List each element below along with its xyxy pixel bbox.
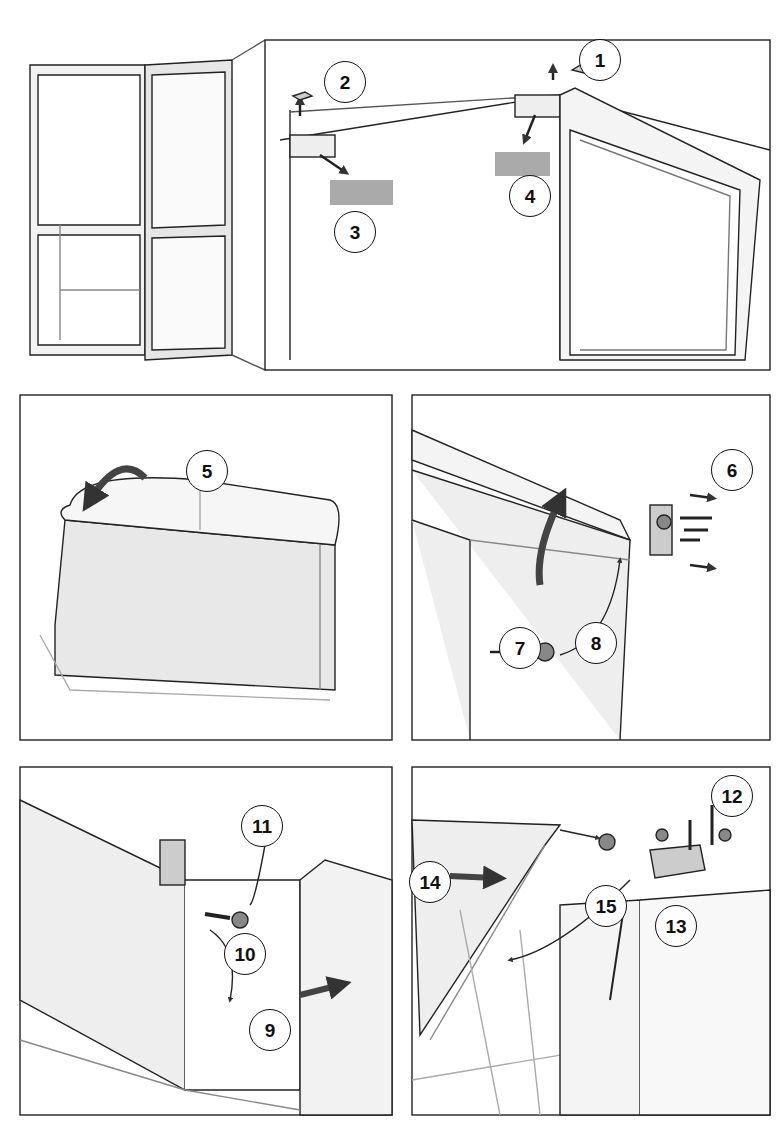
callout-number: 12	[711, 775, 753, 817]
callout-number: 14	[409, 861, 451, 903]
callout-number: 11	[241, 805, 283, 847]
callout-number: 4	[509, 175, 551, 217]
callout-number: 6	[711, 449, 753, 491]
callout-number: 15	[585, 885, 627, 927]
callout-number: 8	[575, 622, 617, 664]
callout-number: 7	[499, 627, 541, 669]
callout-number: 9	[249, 1009, 291, 1051]
callout-number: 5	[186, 450, 228, 492]
callout-number: 10	[224, 933, 266, 975]
callout-number: 1	[579, 39, 621, 81]
callout-number: 13	[655, 905, 697, 947]
callout-number: 2	[324, 61, 366, 103]
callout-number: 3	[334, 211, 376, 253]
